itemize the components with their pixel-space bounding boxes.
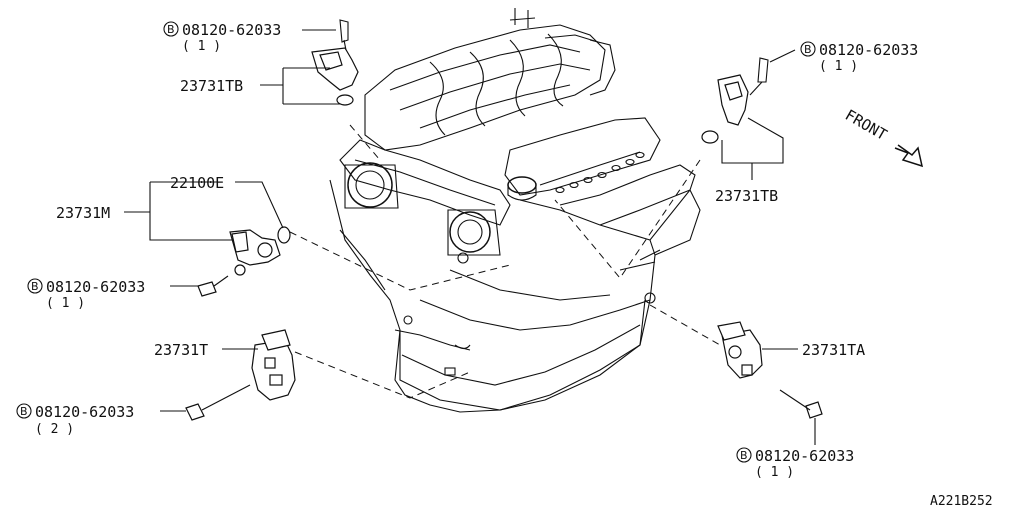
bolt-symbol: B xyxy=(31,280,39,293)
engine-drawing xyxy=(329,8,701,413)
part-labels: 23731TB 23731TB 22100E 23731M 23731T 237… xyxy=(56,77,865,359)
label-23731tb-right: 23731TB xyxy=(715,187,778,205)
bolt-number: 08120-62033 xyxy=(755,447,854,465)
bolt-symbol-circle xyxy=(27,278,43,294)
bolt-number: 08120-62033 xyxy=(182,21,281,39)
label-23731tb-left: 23731TB xyxy=(180,77,243,95)
bolt-symbol: B xyxy=(20,405,28,418)
callout-lines xyxy=(124,29,816,445)
sensor-23731ta xyxy=(717,321,823,419)
label-22100e: 22100E xyxy=(170,174,224,192)
label-23731m: 23731M xyxy=(56,204,110,222)
bolt-symbol-circle xyxy=(736,447,752,463)
label-23731t: 23731T xyxy=(154,341,208,359)
bolt-number: 08120-62033 xyxy=(35,403,134,421)
bolt-symbol-circle xyxy=(163,21,179,37)
bolt-callout-5: B 08120-62033 ( 1 ) xyxy=(736,447,854,480)
cam-sensor-right xyxy=(701,57,769,144)
bolt-callout-3: B 08120-62033 ( 1 ) xyxy=(27,278,145,311)
front-label: FRONT xyxy=(842,106,890,144)
crank-sensor-23731m xyxy=(197,226,291,297)
bolt-number: 08120-62033 xyxy=(819,41,918,59)
bolt-qty: ( 1 ) xyxy=(819,59,858,74)
bolt-qty: ( 1 ) xyxy=(755,465,794,480)
bolt-symbol-circle xyxy=(16,403,32,419)
sensor-23731t xyxy=(185,329,296,421)
spark-plug-holes xyxy=(555,151,645,194)
bolt-number: 08120-62033 xyxy=(46,278,145,296)
bolt-qty: ( 2 ) xyxy=(35,422,74,437)
bolt-symbol-circle xyxy=(800,41,816,57)
bolt-callout-2: B 08120-62033 ( 1 ) xyxy=(800,41,918,74)
front-arrow-icon xyxy=(894,144,924,168)
bolt-qty: ( 1 ) xyxy=(46,296,85,311)
bolt-qty: ( 1 ) xyxy=(182,39,221,54)
bolt-callout-1: B 08120-62033 ( 1 ) xyxy=(163,21,281,54)
dashed-leaders xyxy=(289,124,721,399)
bolt-callout-4: B 08120-62033 ( 2 ) xyxy=(16,403,134,437)
label-23731ta: 23731TA xyxy=(802,341,865,359)
bolt-symbol: B xyxy=(167,23,175,36)
diagram-reference: A221B252 xyxy=(930,494,993,509)
cam-sensor-left xyxy=(311,19,359,106)
bolt-symbol: B xyxy=(740,449,748,462)
bolt-symbol: B xyxy=(804,43,812,56)
